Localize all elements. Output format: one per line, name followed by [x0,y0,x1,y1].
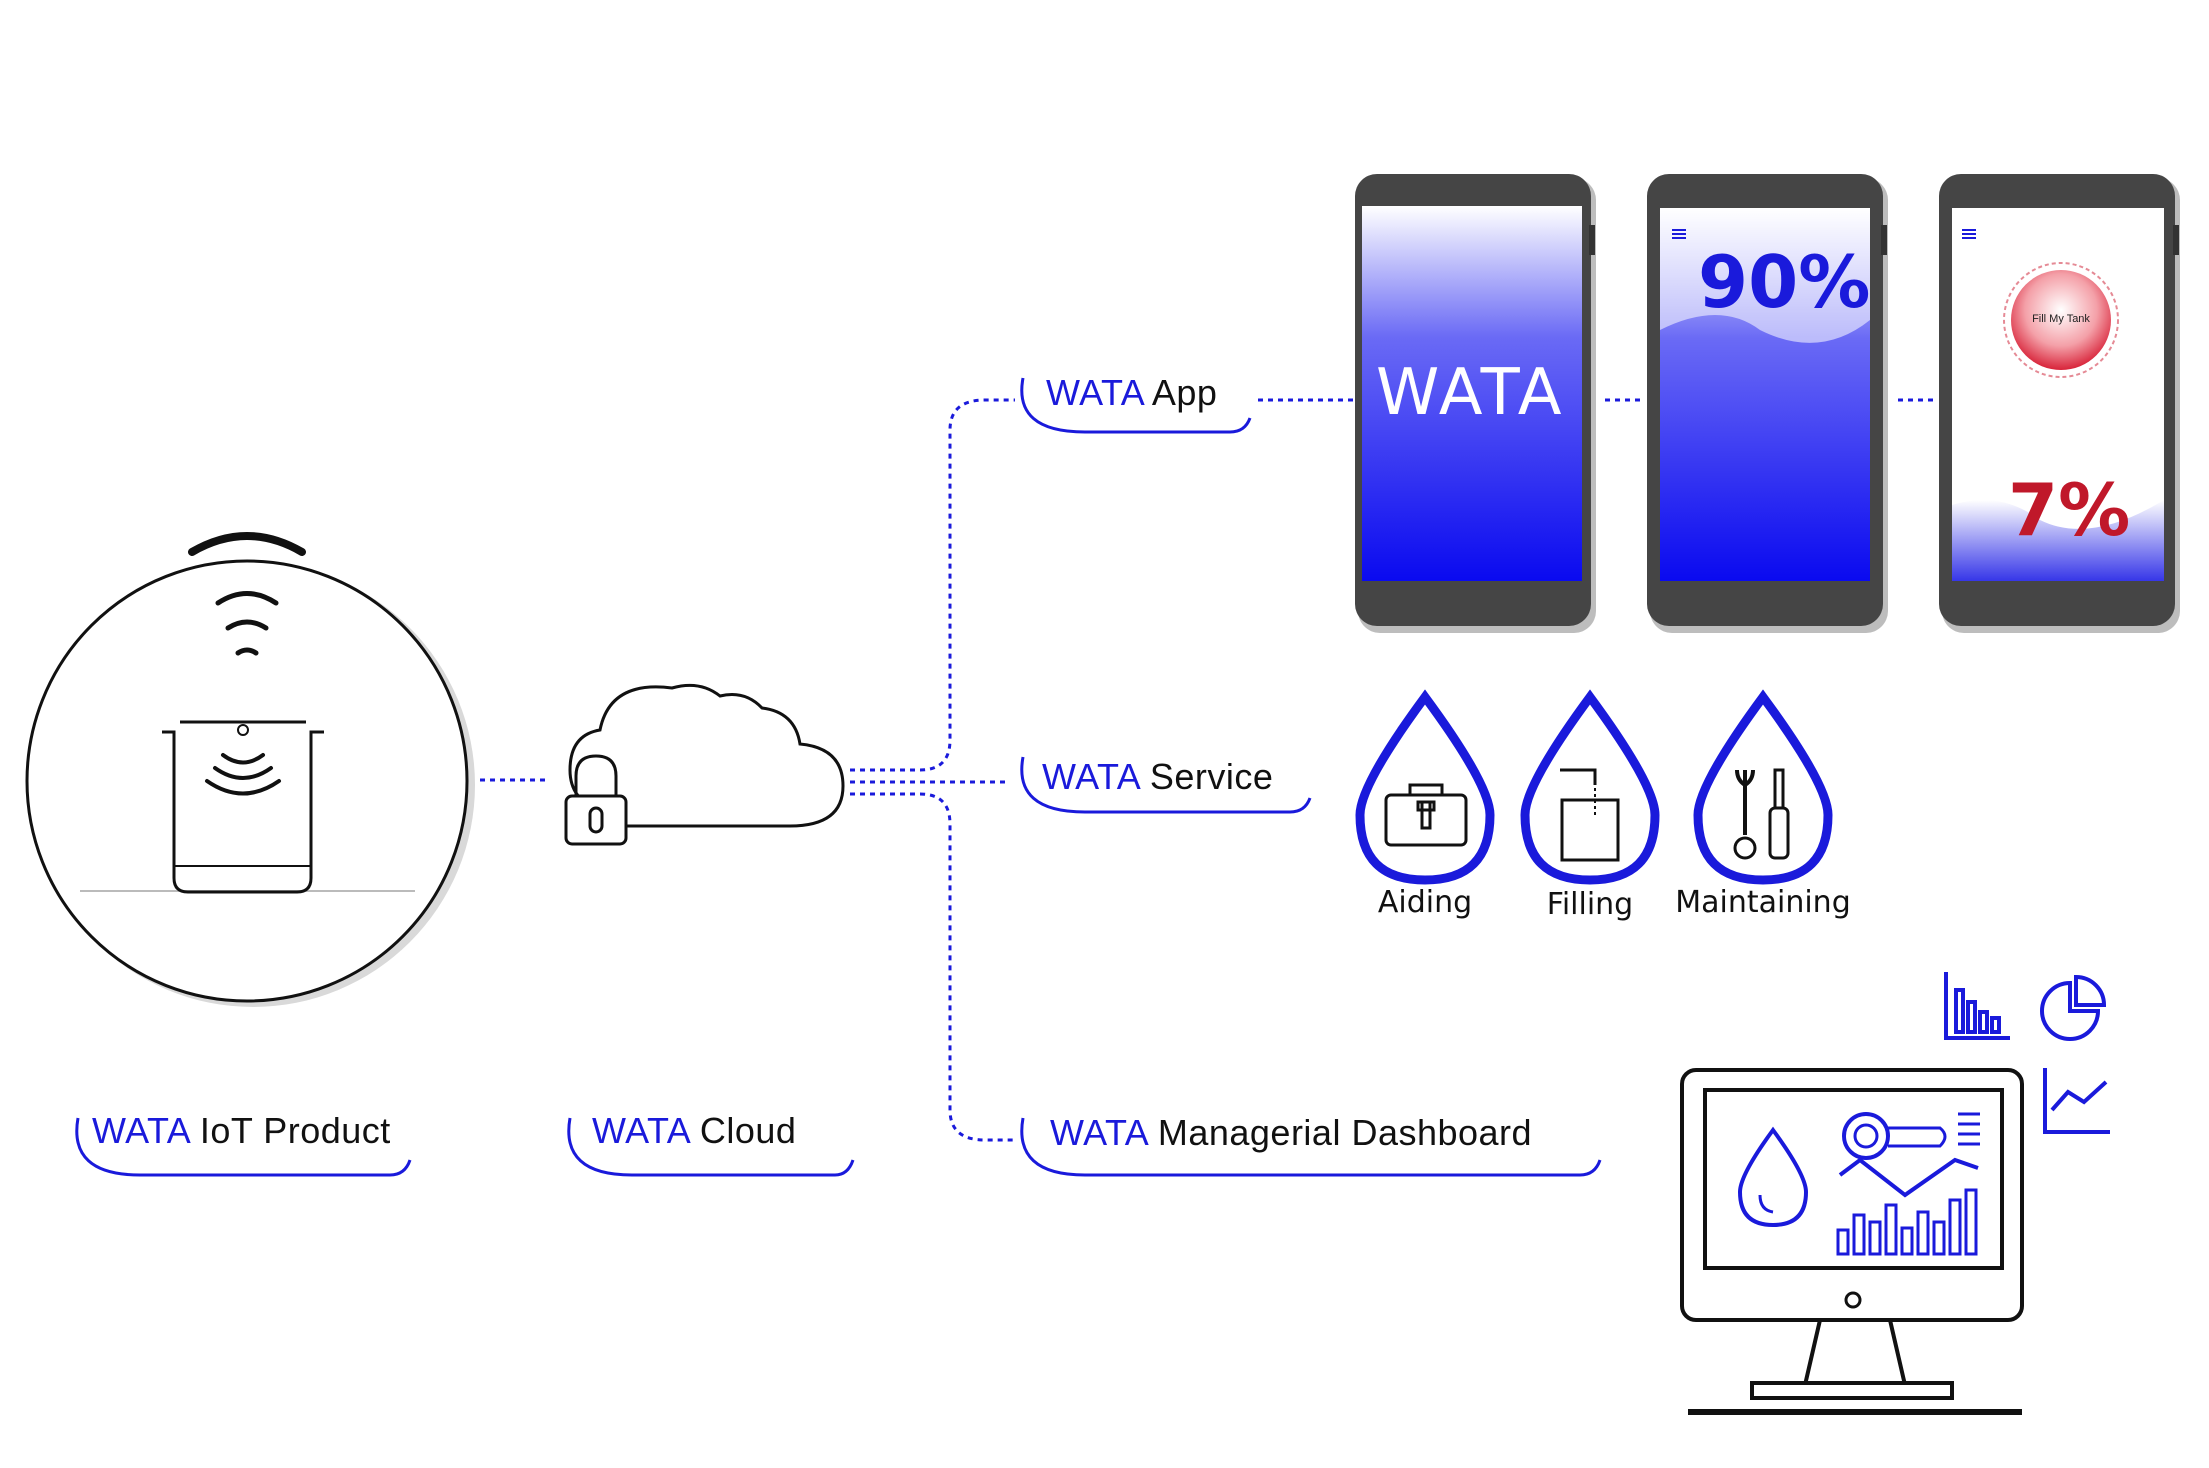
label-text: Service [1149,756,1274,797]
label-text: App [1151,372,1218,413]
bar-chart-icon [1944,972,2010,1040]
phone-splash [1355,174,1596,633]
label-app: WATA App [1046,372,1217,414]
maintaining-drop-icon [1693,689,1833,885]
brand-text: WATA [1050,1112,1148,1153]
water-tank-icon [162,720,324,894]
dashboard-monitor-icon [1680,1068,2024,1415]
service-label-aiding: Aiding [1377,885,1473,920]
phone-level [1647,174,1888,633]
menu-icon[interactable] [1672,229,1686,239]
line-chart-icon [2043,1068,2110,1134]
label-service: WATA Service [1042,756,1273,798]
label-text: IoT Product [199,1110,391,1151]
iot-product-circle [25,532,475,1007]
label-text: Cloud [699,1110,797,1151]
brand-text: WATA [592,1110,690,1151]
brand-text: WATA [1042,756,1140,797]
pie-chart-icon [2040,974,2107,1041]
app-splash-logo: WATA [1376,356,1565,430]
service-label-maintaining: Maintaining [1675,885,1851,920]
water-drop-icon [1737,1126,1809,1228]
label-text: Managerial Dashboard [1157,1112,1533,1153]
filling-drop-icon [1520,689,1660,885]
label-cloud: WATA Cloud [592,1110,796,1152]
water-level-percent: 90% [1698,240,1871,324]
fill-my-tank-button-bg[interactable] [2011,270,2111,370]
fill-my-tank-button[interactable]: Fill My Tank [2032,313,2090,325]
label-dashboard: WATA Managerial Dashboard [1050,1112,1532,1154]
lock-icon [564,754,628,846]
connector-branches [850,398,1935,1142]
wifi-signal-icon [215,591,279,656]
label-iot-product: WATA IoT Product [92,1110,391,1152]
brand-text: WATA [1046,372,1144,413]
label-underlines [75,377,1602,1177]
aiding-drop-icon [1355,689,1495,885]
service-label-filling: Filling [1546,887,1634,922]
brand-text: WATA [92,1110,190,1151]
menu-icon[interactable] [1962,229,1976,239]
phone-low [1939,174,2180,633]
low-level-percent: 7% [2008,468,2131,552]
cloud-icon [568,683,845,828]
